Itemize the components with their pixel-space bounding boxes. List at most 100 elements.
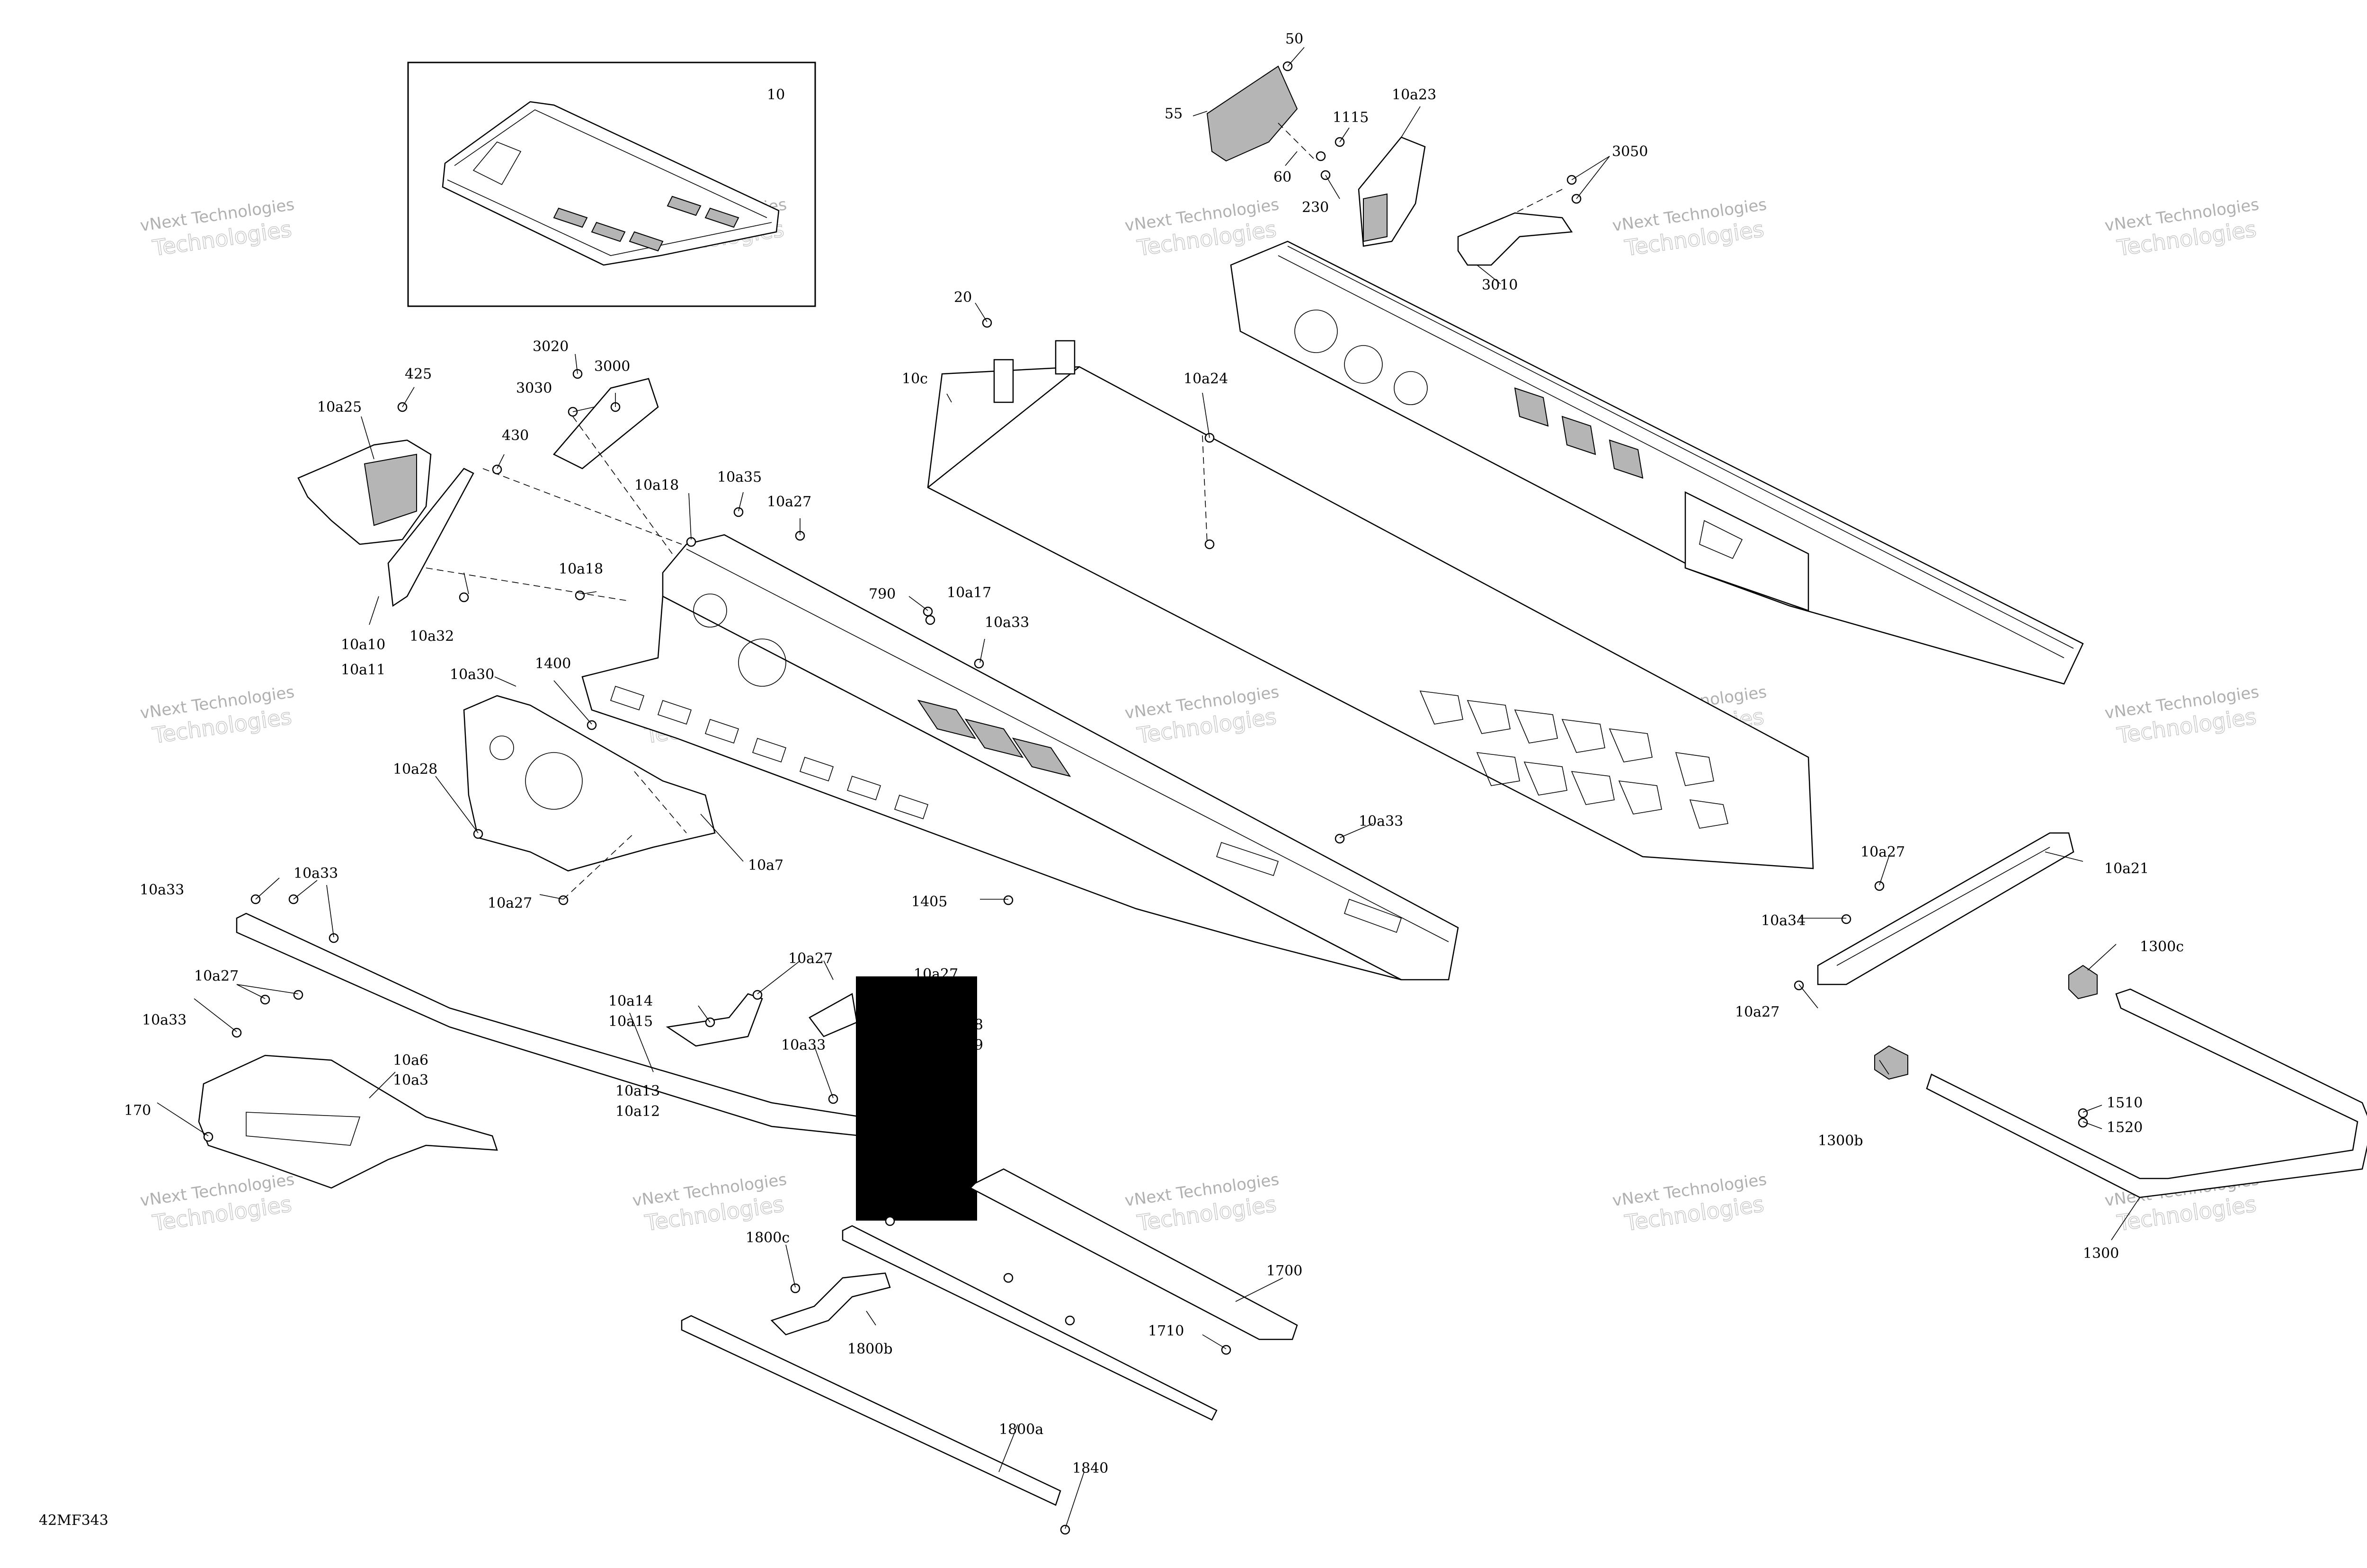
callout-10a18-mid: 10a18: [559, 561, 603, 577]
callout-3030: 3030: [516, 380, 552, 397]
tunnel-side-panel: [1230, 240, 2084, 685]
callout-1700: 1700: [1266, 1263, 1302, 1279]
callout-10c: 10c: [902, 371, 928, 387]
rail-1800a: [681, 1315, 1061, 1506]
bracket-10a23: [1358, 136, 1426, 247]
bracket-3010: [1457, 212, 1573, 266]
inset-label: 10: [767, 87, 785, 103]
callout-10a27-right: 10a27: [1860, 844, 1905, 860]
fastener: [1316, 151, 1326, 161]
assembly-dash-lines: [426, 123, 1563, 900]
diagram-id: 42MF343: [39, 1512, 108, 1529]
fastener: [459, 592, 469, 602]
callout-790: 790: [869, 586, 896, 602]
callout-1800c: 1800c: [746, 1230, 790, 1246]
fastener: [828, 1094, 838, 1104]
callout-10a33-left3: 10a33: [142, 1012, 187, 1028]
fastener: [733, 507, 744, 517]
fastener: [473, 829, 483, 839]
callout-3050: 3050: [1612, 143, 1648, 160]
bracket-1800c: [770, 1272, 891, 1336]
callout-1400: 1400: [535, 656, 571, 672]
redacted-block: [856, 976, 977, 1221]
skid-plate-10a6: [198, 1054, 498, 1189]
callout-10a3: 10a3: [393, 1072, 428, 1089]
callout-10a11: 10a11: [341, 662, 385, 678]
fastener: [1335, 833, 1345, 844]
fastener-layer: [203, 61, 2088, 1535]
callout-10a18-top: 10a18: [634, 477, 679, 494]
callout-10a13: 10a13: [615, 1083, 660, 1099]
callout-430: 430: [502, 427, 529, 444]
callout-1300c: 1300c: [2140, 939, 2184, 955]
callout-10a27-right2: 10a27: [1735, 1004, 1780, 1020]
fastener: [1841, 914, 1851, 924]
leader-lines: [157, 47, 2140, 1529]
fastener: [558, 895, 569, 905]
fastener: [1003, 895, 1014, 905]
callout-10a27-left: 10a27: [194, 968, 239, 984]
callout-10a33-left: 10a33: [140, 882, 184, 898]
callout-170: 170: [124, 1102, 151, 1119]
fastener: [1060, 1524, 1070, 1535]
callout-10a6: 10a6: [393, 1052, 428, 1069]
callout-10a33-center: 10a33: [781, 1037, 826, 1054]
callout-50: 50: [1285, 31, 1303, 47]
callout-10a35: 10a35: [717, 469, 762, 486]
bracket-3000: [553, 378, 659, 470]
callout-3010: 3010: [1482, 277, 1518, 293]
callout-1115: 1115: [1333, 109, 1369, 126]
fastener: [1003, 1273, 1014, 1283]
callout-230: 230: [1302, 199, 1329, 216]
callout-10a10: 10a10: [341, 637, 385, 653]
main-tunnel-body: [581, 534, 1459, 981]
fastener: [885, 1216, 895, 1226]
callout-1300: 1300: [2083, 1245, 2119, 1262]
rail-1700: [969, 1168, 1298, 1340]
fastener: [2078, 1108, 2088, 1118]
callout-1710: 1710: [1148, 1323, 1184, 1339]
fastener: [329, 933, 339, 943]
callout-10a17: 10a17: [947, 585, 991, 601]
callout-10a7: 10a7: [748, 857, 783, 874]
callout-10a27-center2: 10a27: [914, 966, 958, 983]
rear-bumper-1300: [1874, 965, 2367, 1198]
callout-10a33-right: 10a33: [1359, 813, 1403, 830]
inset-assembly-10: 10: [407, 62, 816, 307]
bracket-10a10: [387, 468, 474, 607]
callout-10a25: 10a25: [317, 399, 362, 416]
bracket-10a25: [297, 439, 432, 545]
fastener: [790, 1283, 801, 1293]
callout-10a27-center: 10a27: [788, 950, 833, 967]
callout-3020: 3020: [533, 338, 569, 355]
callout-1840: 1840: [1072, 1460, 1108, 1477]
callout-10a28: 10a28: [393, 761, 437, 778]
callout-10a33-mid: 10a33: [985, 614, 1029, 631]
callout-20: 20: [954, 289, 972, 306]
callout-10a27-mid: 10a27: [488, 895, 532, 912]
tunnel-plate-cutouts: [1419, 691, 1728, 829]
callout-1300b: 1300b: [1818, 1133, 1863, 1149]
rail-1800b: [842, 1225, 1218, 1421]
callout-10a12: 10a12: [615, 1103, 660, 1120]
callout-a9: a9: [966, 1037, 983, 1054]
plate-50: [1206, 65, 1298, 162]
callout-10a15: 10a15: [608, 1013, 653, 1030]
callout-1800b: 1800b: [847, 1341, 893, 1357]
callout-10a33-left2: 10a33: [294, 865, 338, 882]
callout-10a21: 10a21: [2104, 860, 2149, 877]
fastener: [1065, 1315, 1075, 1326]
fastener: [1874, 881, 1885, 891]
fastener: [260, 994, 270, 1005]
callout-3000: 3000: [594, 358, 630, 375]
